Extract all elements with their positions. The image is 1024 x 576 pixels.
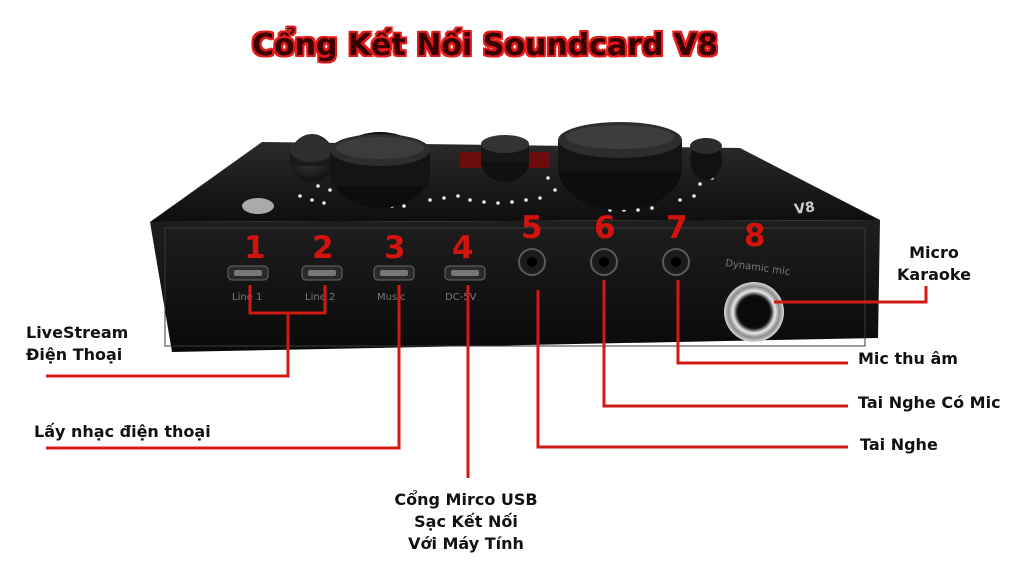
leader-line-mic-thu-am bbox=[676, 280, 848, 365]
device-front-panel bbox=[150, 220, 880, 352]
brand-logo bbox=[242, 198, 274, 214]
leader-lines bbox=[46, 280, 928, 478]
port-numbers: 1 2 3 4 5 6 7 8 bbox=[244, 210, 766, 266]
port-number-6: 6 bbox=[594, 210, 616, 246]
brand-text: V8 bbox=[793, 199, 816, 218]
svg-text:Music: Music bbox=[377, 292, 405, 303]
label-lay-nhac: Lấy nhạc điện thoại bbox=[34, 422, 211, 441]
leader-line-lay-nhac bbox=[46, 285, 401, 450]
soundcard-device: V8 Line 1 Line 2 Music DC-5V Dynamic mic bbox=[150, 122, 880, 352]
page-title: Cổng Kết Nối Soundcard V8 bbox=[252, 28, 718, 63]
port-number-5: 5 bbox=[521, 210, 543, 246]
svg-text:DC-5V: DC-5V bbox=[445, 292, 477, 303]
dynamic-mic-jack bbox=[724, 282, 784, 342]
port-number-1: 1 bbox=[244, 230, 266, 266]
leader-line-micro bbox=[774, 286, 928, 304]
label-usb: Cổng Mirco USB Sạc Kết Nối Với Máy Tính bbox=[394, 490, 538, 553]
label-micro-karaoke: Micro Karaoke bbox=[897, 243, 971, 284]
micro-usb-ports bbox=[227, 265, 486, 281]
leader-line-tai-nghe-co-mic bbox=[602, 280, 848, 408]
port-number-4: 4 bbox=[452, 230, 474, 266]
label-tai-nghe-co-mic: Tai Nghe Có Mic bbox=[858, 393, 1001, 412]
label-tai-nghe: Tai Nghe bbox=[860, 435, 938, 454]
port-number-7: 7 bbox=[666, 210, 688, 246]
led-dots bbox=[298, 176, 714, 212]
volume-knobs bbox=[290, 122, 722, 210]
port-number-3: 3 bbox=[384, 230, 406, 266]
port-number-8: 8 bbox=[744, 218, 766, 254]
leader-line-livestream bbox=[46, 313, 290, 378]
svg-text:Line 2: Line 2 bbox=[305, 292, 335, 303]
leader-line-tai-nghe bbox=[536, 290, 848, 449]
label-livestream: LiveStream Điện Thoại bbox=[26, 323, 129, 364]
audio-jacks bbox=[518, 248, 690, 276]
label-mic-thu-am: Mic thu âm bbox=[858, 349, 958, 368]
port-number-2: 2 bbox=[312, 230, 334, 266]
svg-text:Line 1: Line 1 bbox=[232, 292, 262, 303]
